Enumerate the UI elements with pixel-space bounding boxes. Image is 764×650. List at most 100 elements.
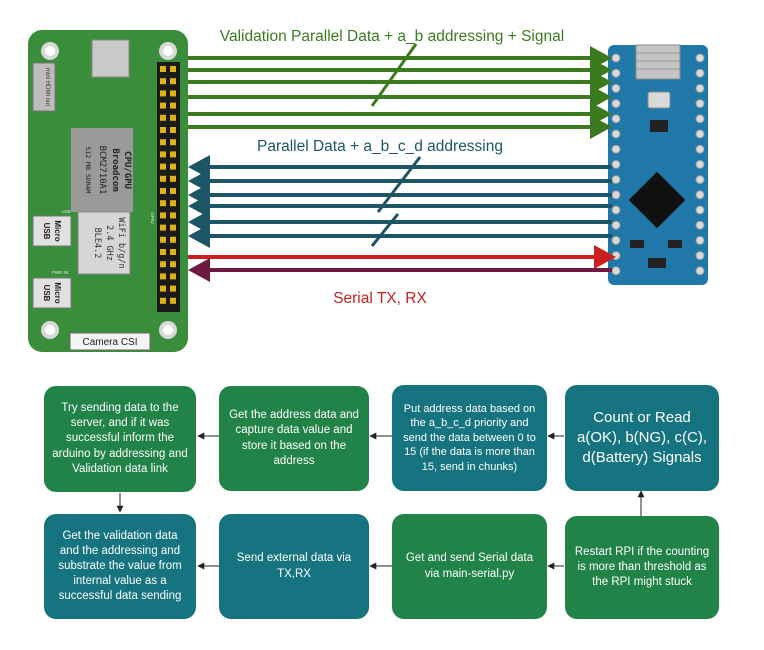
gpio-pin: [160, 102, 166, 109]
gpio-pin: [160, 114, 166, 121]
arduino-pin: [695, 99, 705, 109]
arduino-pin: [611, 99, 621, 109]
gpio-pin: [170, 285, 176, 292]
gpio-pin: [160, 297, 166, 304]
arduino-pin: [611, 266, 621, 276]
flow-text-count-read: Count or Read a(OK), b(NG), c(C), d(Batt…: [577, 408, 707, 467]
rpi-usb1-text1: Micro: [53, 220, 62, 241]
gpio-pin: [160, 236, 166, 243]
arduino-pin: [695, 251, 705, 261]
arduino-pin: [611, 235, 621, 245]
gpio-pin: [170, 66, 176, 72]
gpio-pin: [160, 200, 166, 207]
flow-box-try-sending: Try sending data to the server, and if i…: [44, 386, 196, 492]
arduino-pin: [611, 220, 621, 230]
arduino-pin: [695, 190, 705, 200]
flow-box-put-address: Put address data based on the a_b_c_d pr…: [392, 385, 547, 491]
flow-text-put-address: Put address data based on the a_b_c_d pr…: [403, 402, 536, 473]
gpio-pin: [160, 163, 166, 170]
rpi-gpio-label: GPIO: [150, 212, 155, 224]
arduino-pin-header: [611, 53, 705, 276]
flow-text-restart: Restart RPI if the counting is more than…: [574, 545, 710, 589]
gpio-pin: [160, 261, 166, 268]
gpio-pin: [170, 297, 176, 304]
arduino-pin: [611, 190, 621, 200]
gpio-pin: [170, 188, 176, 194]
flow-connectors: [116, 432, 645, 570]
arduino-pin: [695, 83, 705, 93]
rpi-soc-line1: CPU/GPU: [122, 151, 132, 189]
arduino-pin: [695, 235, 705, 245]
raspberry-pi-board: mini HDMI out CPU/GPU Broadcom BCM2710A1…: [28, 30, 188, 352]
rpi-wifi-line3: BLE4.2: [92, 228, 102, 259]
rpi-soc-line3: BCM2710A1: [97, 146, 107, 195]
gpio-pin: [170, 90, 176, 97]
gpio-pin: [160, 139, 166, 146]
arduino-pin: [695, 266, 705, 276]
gpio-pin: [160, 127, 166, 133]
gpio-pin: [160, 273, 166, 280]
gpio-pin: [170, 273, 176, 280]
gpio-pin: [160, 285, 166, 292]
arduino-pin: [695, 175, 705, 185]
rpi-wifi-line1: WiFi b/g/n: [116, 217, 126, 268]
arduino-pin: [611, 175, 621, 185]
arduino-pin: [695, 114, 705, 124]
gpio-pin: [170, 163, 176, 170]
arduino-pin: [695, 68, 705, 78]
gpio-pin: [160, 66, 166, 72]
flow-text-get-validation: Get the validation data and the addressi…: [58, 529, 182, 603]
arduino-pin: [611, 53, 621, 63]
flow-text-try-sending: Try sending data to the server, and if i…: [52, 402, 188, 475]
rpi-soc-line2: Broadcom: [110, 148, 120, 192]
gpio-pin: [160, 212, 166, 219]
gpio-pin: [160, 90, 166, 97]
gpio-pin: [170, 127, 176, 133]
rpi-hdmi-label: mini HDMI out: [44, 68, 50, 106]
gpio-pin: [160, 78, 166, 85]
gpio-header-pins: [160, 66, 176, 304]
flow-box-send-external: Send external data via TX,RX: [219, 514, 369, 619]
gpio-pin: [160, 175, 166, 182]
flow-box-get-address: Get the address data and capture data va…: [219, 386, 369, 491]
rpi-wifi-line2: 2.4 GHz: [104, 225, 114, 261]
rpi-camera-label: Camera CSI: [82, 337, 137, 348]
flow-text-send-external: Send external data via TX,RX: [236, 552, 352, 580]
gpio-pin: [170, 175, 176, 182]
arduino-pin: [695, 205, 705, 215]
flow-box-get-validation: Get the validation data and the addressi…: [44, 514, 196, 619]
validation-data-arrows: [188, 43, 612, 139]
rpi-usb-label: USB: [61, 209, 70, 214]
parallel-data-arrows: [188, 155, 612, 248]
gpio-pin: [170, 261, 176, 268]
arduino-pin: [695, 144, 705, 154]
gpio-pin: [170, 249, 176, 255]
arduino-pin: [695, 53, 705, 63]
arduino-pin: [695, 129, 705, 139]
gpio-pin: [160, 151, 166, 158]
arduino-pin: [611, 144, 621, 154]
gpio-pin: [160, 249, 166, 255]
rpi-usb2-text2: USB: [42, 285, 51, 302]
gpio-pin: [170, 102, 176, 109]
arduino-pin: [695, 159, 705, 169]
gpio-pin: [170, 200, 176, 207]
flow-box-count-read: Count or Read a(OK), b(NG), c(C), d(Batt…: [565, 385, 719, 491]
arduino-pin: [695, 220, 705, 230]
flow-text-get-address: Get the address data and capture data va…: [229, 409, 359, 467]
gpio-pin: [170, 114, 176, 121]
rpi-usb1-text2: USB: [42, 223, 51, 240]
gpio-pin: [170, 212, 176, 219]
flow-text-get-serial: Get and send Serial data via main-serial…: [405, 552, 534, 580]
arduino-nano-board: [608, 44, 708, 285]
parallel-label: Parallel Data + a_b_c_d addressing: [257, 138, 503, 155]
validation-label: Validation Parallel Data + a_b addressin…: [220, 28, 564, 45]
gpio-pin: [170, 151, 176, 158]
rpi-pwr-label: PWR IN: [52, 270, 68, 275]
arduino-pin: [611, 114, 621, 124]
gpio-pin: [170, 78, 176, 85]
gpio-pin: [170, 236, 176, 243]
arduino-pin: [611, 83, 621, 93]
gpio-pin: [170, 139, 176, 146]
